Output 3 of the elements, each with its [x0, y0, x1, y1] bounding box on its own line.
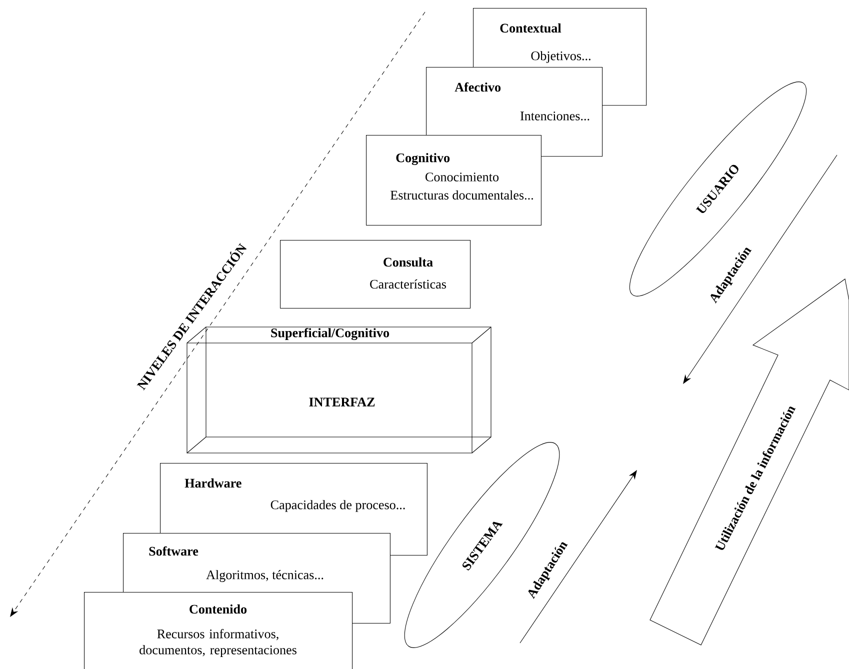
level-box: Consulta Características [280, 240, 471, 309]
level-box: Cognitivo Conocimiento Estructuras documentales... [366, 135, 542, 226]
level-box: Contenido Recursos informativos, documentos, representaciones [84, 592, 353, 669]
